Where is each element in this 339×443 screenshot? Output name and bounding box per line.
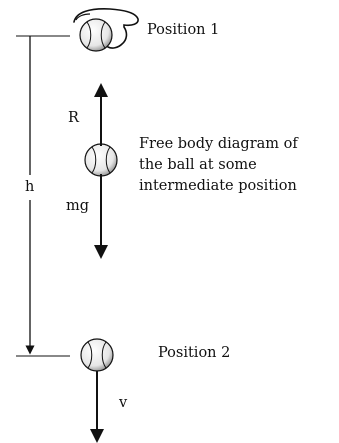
height-dimension (16, 35, 70, 357)
height-label: h (24, 178, 36, 197)
fbd-caption-line-2: the ball at some (139, 157, 257, 173)
fbd-caption-line-1: Free body diagram of (139, 136, 298, 152)
baseball-icon-fbd (84, 143, 118, 177)
baseball-icon-position-1 (79, 18, 113, 52)
hand-icon (73, 8, 139, 49)
velocity-label: v (119, 395, 128, 411)
free-body-diagram-caption: Free body diagram of the ball at some in… (139, 134, 298, 197)
fbd-caption-line-3: intermediate position (139, 178, 297, 194)
baseball-icon-position-2 (80, 338, 114, 372)
position-2-label: Position 2 (158, 345, 231, 361)
weight-force-label: mg (66, 198, 90, 214)
position-1-label: Position 1 (147, 22, 220, 38)
reaction-force-label: R (68, 110, 79, 126)
